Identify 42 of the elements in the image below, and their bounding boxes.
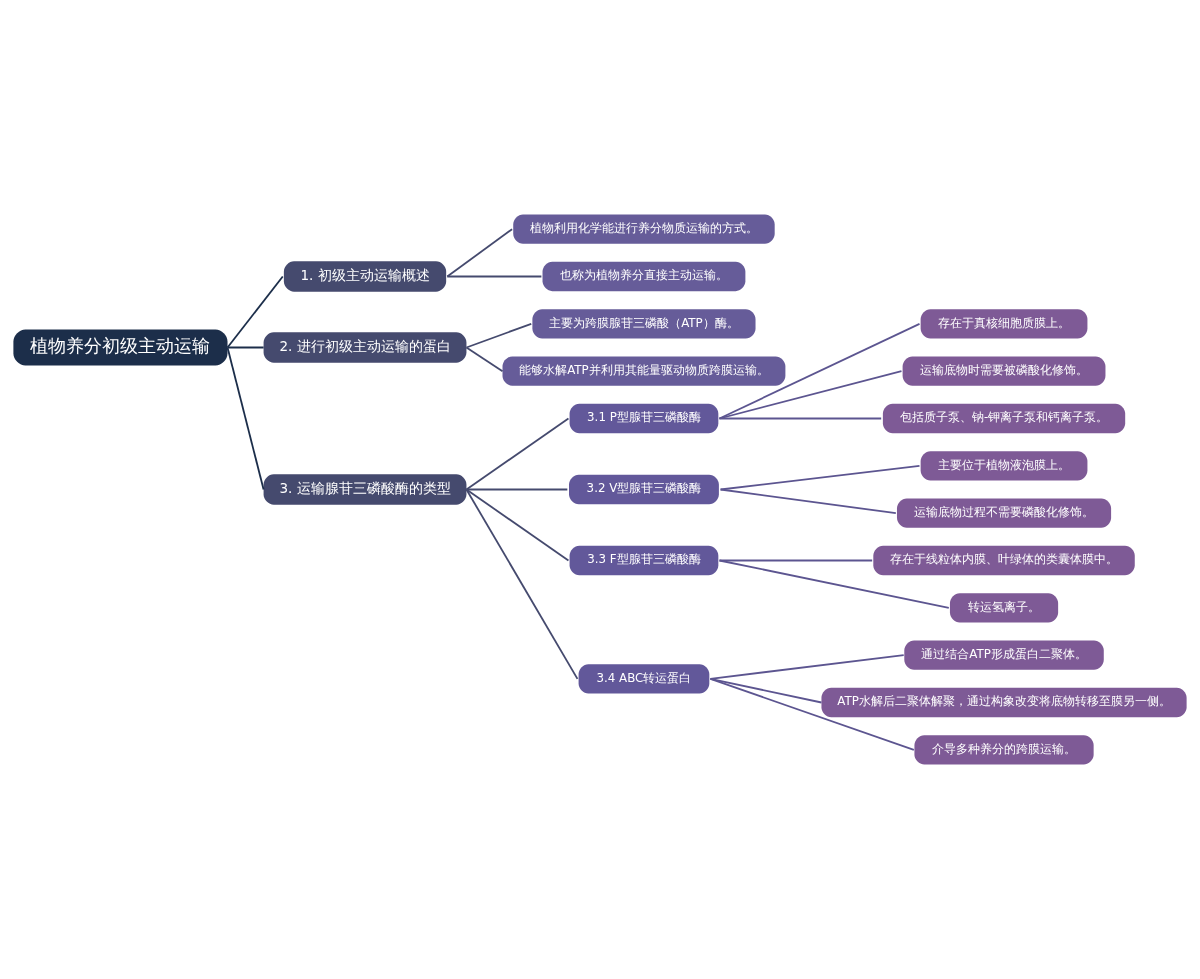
node-box: 3.2 V型腺苷三磷酸酶 [569,474,719,505]
connector [226,275,284,349]
connector [465,488,570,562]
node-box: 3.4 ABC转运蛋白 [578,664,710,694]
connector [446,228,513,278]
node-box: 1. 初级主动运输概述 [283,261,447,292]
connector [226,346,265,491]
node-box: 存在于真核细胞质膜上。 [920,309,1088,339]
connector [709,677,823,704]
connector [718,559,950,609]
connector [718,322,921,420]
node-box: 包括质子泵、钠-钾离子泵和钙离子泵。 [882,403,1126,434]
node-box: 3.1 P型腺苷三磷酸酶 [569,403,719,434]
node-box: 通过结合ATP形成蛋白二聚体。 [904,640,1104,670]
node-box: 介导多种养分的跨膜运输。 [914,735,1094,765]
node-box: 3. 运输腺苷三磷酸酶的类型 [263,474,467,505]
connector [709,654,905,680]
connector [465,488,569,491]
connector [719,488,897,515]
node-box: 转运氢离子。 [949,593,1059,623]
connector [465,346,504,373]
node-box: 存在于线粒体内膜、叶绿体的类囊体膜中。 [873,545,1135,576]
node-box: 运输底物过程不需要磷酸化修饰。 [896,498,1112,528]
connector [226,346,265,349]
connector [465,322,533,349]
connector [719,464,921,491]
node-box: 植物利用化学能进行养分物质运输的方式。 [513,214,775,244]
connector [718,370,903,420]
connector [718,417,883,420]
node-box: 植物养分初级主动运输 [13,329,228,366]
node-box: 也称为植物养分直接主动运输。 [542,261,746,292]
node-box: 2. 进行初级主动运输的蛋白 [263,332,467,363]
node-box: 主要为跨膜腺苷三磷酸（ATP）酶。 [532,309,756,339]
node-box: 能够水解ATP并利用其能量驱动物质跨膜运输。 [502,356,786,386]
connector [465,417,570,491]
connector [446,275,543,278]
node-box: 3.3 F型腺苷三磷酸酶 [569,545,719,576]
node-box: 主要位于植物液泡膜上。 [920,451,1088,481]
node-box: 运输底物时需要被磷酸化修饰。 [902,356,1106,386]
connector [465,488,579,680]
connector [709,677,915,751]
node-box: ATP水解后二聚体解聚，通过构象改变将底物转移至膜另一侧。 [821,687,1187,718]
